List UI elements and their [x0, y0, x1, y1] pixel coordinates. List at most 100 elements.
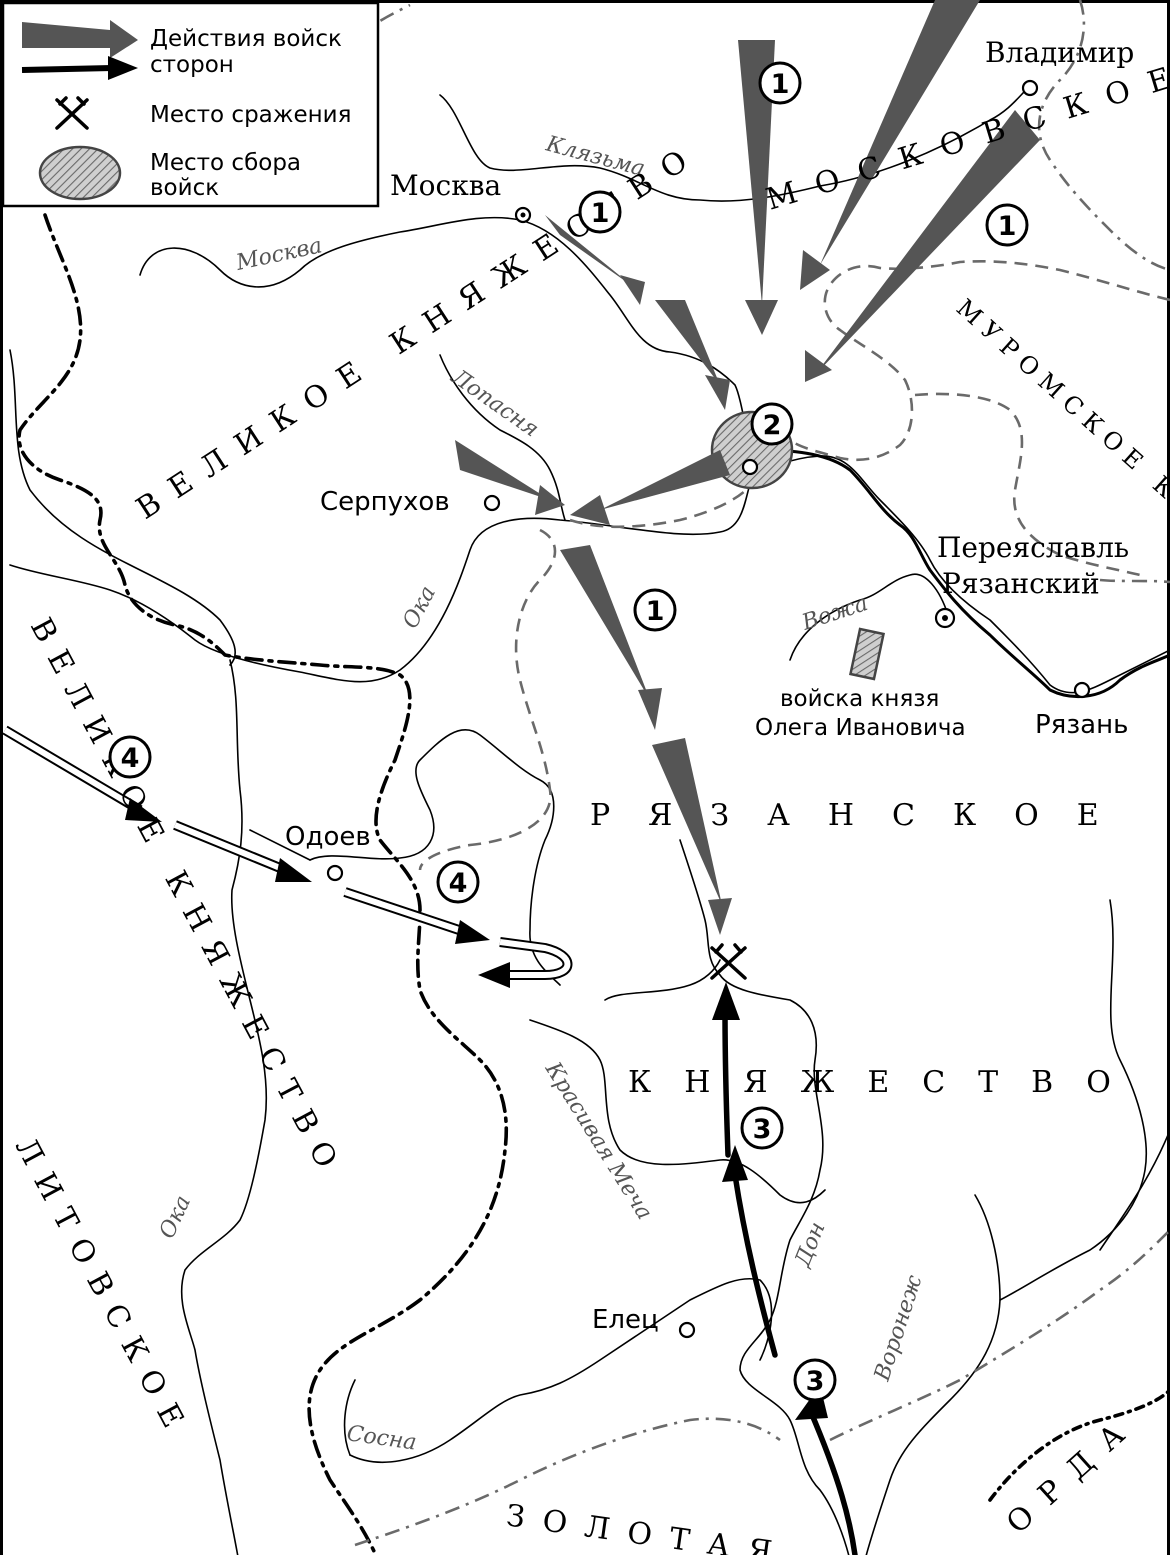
marker-1c: 1 — [998, 211, 1017, 242]
arrowhead-9 — [708, 898, 732, 935]
river-label-oka-north: Ока — [398, 582, 441, 633]
oleg-troops-label-2: Олега Ивановича — [755, 715, 966, 741]
city-dot-odoev — [326, 864, 344, 882]
city-label-ryazan: Рязань — [1035, 710, 1128, 740]
boundary-horde-dark — [988, 1388, 1170, 1502]
arrowhead-7 — [570, 495, 610, 525]
legend-gathering-icon — [38, 145, 122, 201]
route-4-1-inner — [3, 727, 142, 813]
marker-4a: 4 — [121, 743, 140, 774]
wedge-ne — [815, 110, 1040, 375]
marker-4b: 4 — [449, 868, 468, 899]
river-label-sosna: Сосна — [345, 1421, 418, 1456]
city-label-moscow: Москва — [390, 169, 501, 202]
river-label-oka-west: Ока — [155, 1192, 196, 1243]
river-label-voronezh: Воронеж — [870, 1272, 928, 1385]
city-dot-serpukhov — [483, 494, 501, 512]
route-3-upper — [722, 1007, 731, 1158]
route-4-3-inner — [344, 889, 466, 935]
city-label-odoev: Одоев — [285, 822, 371, 852]
wedge-to-serpukhov-1 — [455, 440, 550, 500]
river-lopasnya — [439, 354, 566, 521]
route-3-mid-head — [722, 1145, 748, 1182]
region-lithuania-line2: ЛИТОВСКОЕ — [8, 1132, 197, 1446]
marker-3b: 3 — [806, 1366, 825, 1397]
river-label-moskva: Москва — [233, 233, 324, 276]
city-dot-kolomna — [741, 458, 759, 476]
river-voronezh — [865, 1194, 1001, 1555]
wedge-to-don-1 — [560, 545, 650, 700]
region-murom: МУРОМСКОЕ КНЯЖЕСТВО — [951, 294, 1170, 657]
legend-gathering-2: войск — [150, 175, 219, 201]
route-4-2-head — [275, 858, 312, 882]
boundary-moscow-east — [1037, 0, 1170, 272]
legend-sides: сторон — [150, 52, 234, 78]
region-ryazan-line2: КНЯЖЕСТВО — [628, 1065, 1144, 1100]
arrowhead-2 — [800, 250, 830, 290]
arrowhead-1 — [745, 300, 778, 335]
city-dot-pereyaslavl-center — [942, 615, 948, 621]
river-upa — [309, 729, 561, 986]
city-label-pereyaslavl-1: Переяславль — [937, 531, 1129, 564]
arrowhead-5 — [705, 375, 730, 410]
route-4-u-head — [478, 962, 510, 988]
oleg-troops-label-1: войска князя — [780, 686, 939, 712]
route-3-mid — [732, 1172, 778, 1358]
troop-actions-moscow — [455, 0, 1040, 935]
river-tributary-ne — [1099, 1129, 1170, 1251]
city-markers — [326, 79, 1091, 1339]
marker-3a: 3 — [753, 1114, 772, 1145]
legend-battle-icon — [55, 96, 89, 130]
boundary-horde-1 — [354, 1417, 781, 1547]
river-label-lopasnya: Лопасня — [446, 364, 543, 443]
river-krasivaya-mecha — [529, 1019, 826, 1204]
boundary-ryazan-west — [418, 528, 557, 871]
route-3-lower — [807, 1407, 858, 1555]
arrowhead-3 — [805, 350, 832, 382]
city-label-serpukhov: Серпухов — [320, 487, 450, 517]
route-3-upper-head — [712, 982, 740, 1020]
boundary-murom-inner — [914, 392, 1141, 577]
boundary-ryazan-north — [759, 448, 1170, 699]
boundaries — [17, 0, 1170, 1555]
troop-actions-horde — [712, 982, 858, 1555]
city-dot-elets — [678, 1321, 696, 1339]
wedge-moscow-1 — [545, 215, 635, 288]
wedge-to-serpukhov-2 — [600, 450, 730, 510]
region-horde-line2: ОРДА — [1000, 1405, 1145, 1541]
arrowhead-6 — [535, 485, 565, 515]
city-label-elets: Елец — [592, 1305, 659, 1335]
marker-1b: 1 — [591, 198, 610, 229]
wedge-moscow-2 — [655, 300, 720, 385]
region-horde-line1: ЗОЛОТАЯ — [504, 1498, 792, 1555]
city-label-vladimir: Владимир — [985, 36, 1134, 69]
marker-1d: 1 — [646, 596, 665, 627]
river-oka-main — [9, 455, 1170, 694]
route-4-3-head — [455, 920, 490, 944]
legend-route-icon — [21, 65, 113, 73]
boundary-murom-west — [789, 259, 1170, 462]
marker-2: 2 — [763, 410, 782, 441]
river-tributary-east — [999, 899, 1148, 1301]
river-klyazma — [439, 85, 1031, 202]
city-dot-vladimir — [1021, 79, 1039, 97]
troop-actions-lithuania — [2, 725, 573, 988]
legend-wedge-icon — [22, 20, 138, 58]
river-label-don: Дон — [790, 1219, 831, 1272]
city-label-pereyaslavl-2: Рязанский — [942, 567, 1100, 600]
legend-troop-actions: Действия войск — [150, 26, 342, 52]
legend-route-head — [108, 56, 138, 80]
river-oka-west — [180, 659, 268, 1555]
river-odoev-trib — [249, 829, 311, 861]
boundary-horde-2 — [829, 1229, 1170, 1442]
river-west-loop — [9, 349, 236, 666]
route-4-1-head — [125, 798, 162, 822]
arrowhead-4 — [620, 275, 645, 305]
wedge-north-1 — [738, 40, 775, 305]
marker-1a: 1 — [771, 69, 790, 100]
region-ryazan-line1: РЯЗАНСКОЕ — [590, 798, 1137, 833]
battle-site-icon — [710, 943, 747, 980]
river-vozha — [789, 573, 949, 661]
